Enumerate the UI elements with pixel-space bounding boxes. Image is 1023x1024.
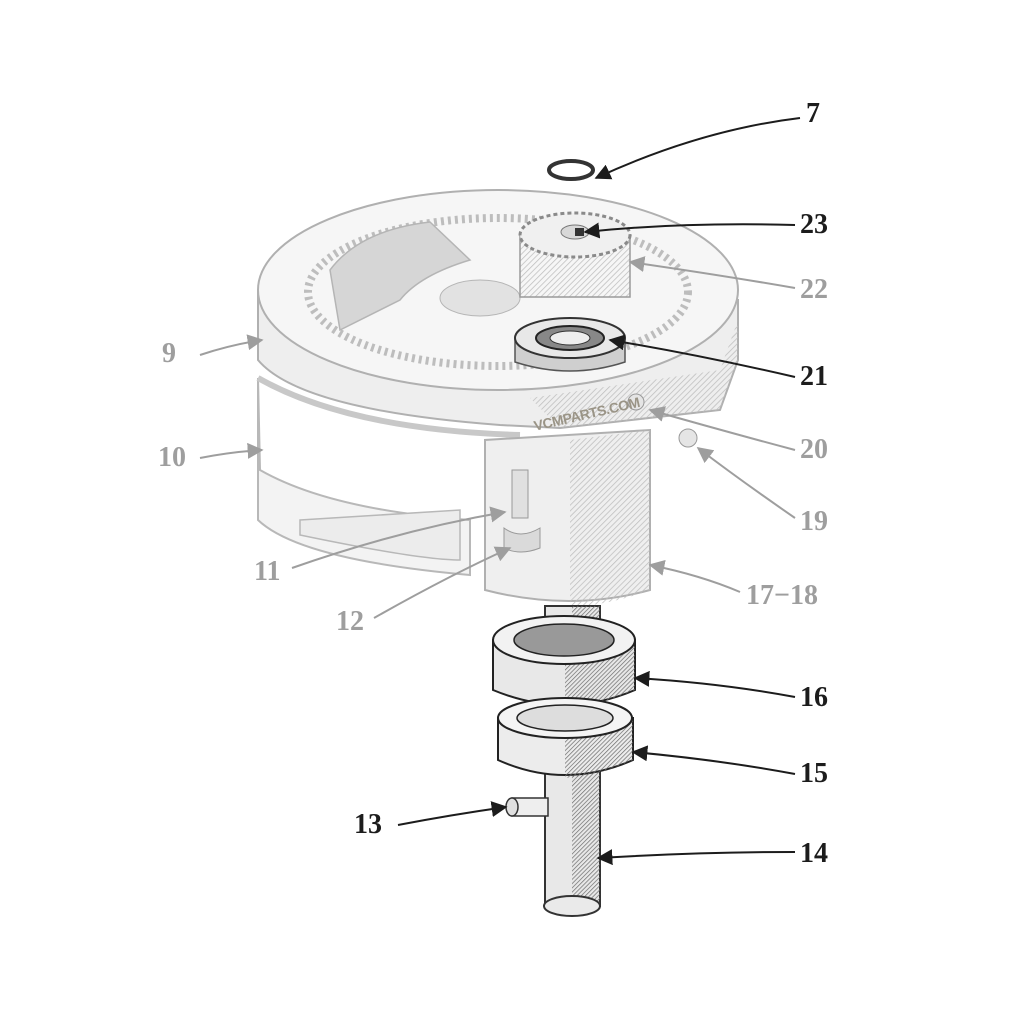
pin-part-13 xyxy=(505,797,549,817)
leader-lines xyxy=(199,117,801,866)
callout-19: 19 xyxy=(800,506,828,537)
callout-12: 12 xyxy=(336,606,364,637)
callout-23: 23 xyxy=(800,209,828,240)
ball-part-19 xyxy=(678,428,698,448)
lower-housing-part-10 xyxy=(256,375,521,577)
callout-14: 14 xyxy=(800,838,828,869)
callout-22: 22 xyxy=(800,274,828,305)
callout-11: 11 xyxy=(254,556,281,587)
callout-20: 20 xyxy=(800,434,828,465)
callout-13: 13 xyxy=(354,809,382,840)
bearing-part-16 xyxy=(492,615,636,708)
bearing-part-21 xyxy=(514,317,626,372)
plug-part-20 xyxy=(627,393,645,411)
circlip-part-7 xyxy=(547,159,595,181)
callout-16: 16 xyxy=(800,682,828,713)
bolt-part-11 xyxy=(511,469,529,519)
callout-15: 15 xyxy=(800,758,828,789)
bearing-part-15 xyxy=(497,697,634,778)
callout-17-18: 17−18 xyxy=(746,580,818,611)
callout-21: 21 xyxy=(800,361,828,392)
callout-10: 10 xyxy=(158,442,186,473)
callout-7: 7 xyxy=(806,98,820,129)
callout-9: 9 xyxy=(162,338,176,369)
planet-gear-part-22 xyxy=(518,211,632,298)
column-part-17-18 xyxy=(484,428,651,607)
key-part-23 xyxy=(575,228,584,236)
